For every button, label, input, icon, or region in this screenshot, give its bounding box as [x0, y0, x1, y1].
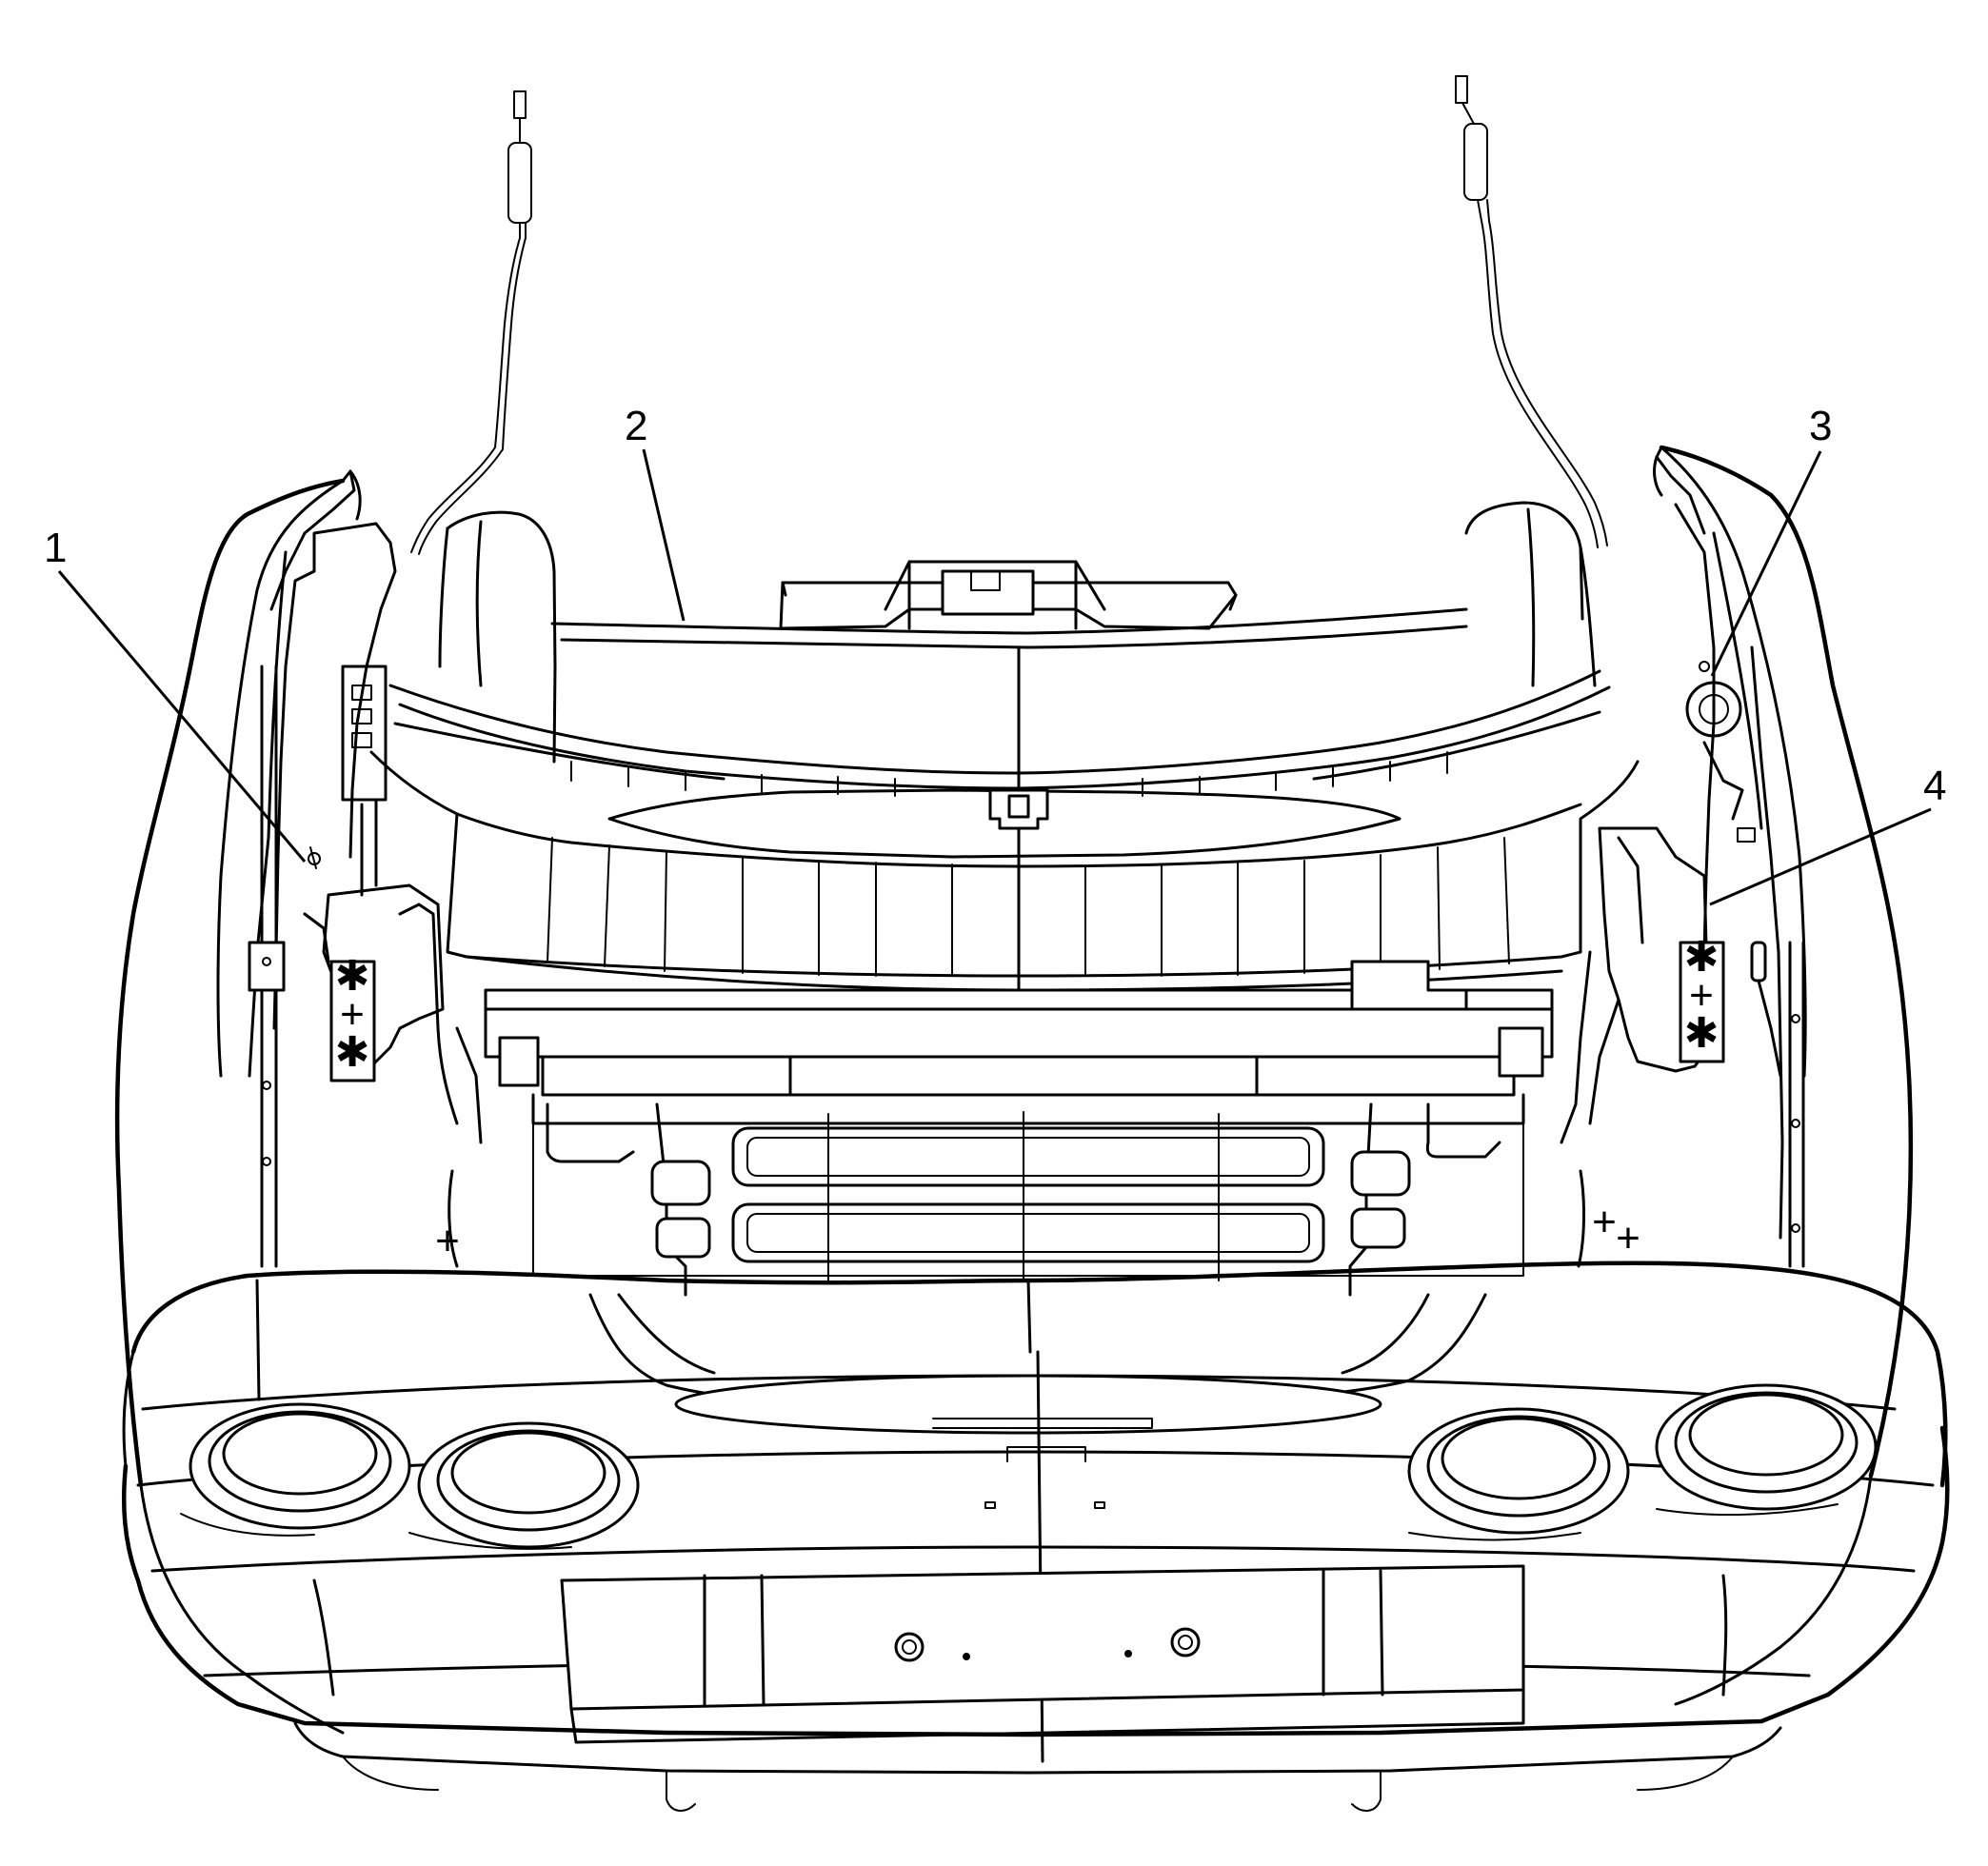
rear-body-shell [114, 445, 1914, 1735]
svg-text:+: + [1689, 972, 1714, 1019]
callout-leader-3 [1710, 450, 1822, 677]
lid-inner-panel [369, 645, 1640, 1125]
svg-text:+: + [1592, 1199, 1617, 1245]
left-inner-tail-lamp [417, 1421, 640, 1549]
svg-text:+: + [340, 991, 365, 1038]
callout-label-2: 2 [625, 403, 647, 449]
roof-header [438, 501, 1597, 764]
left-hinge-bracket: ✱ + ✱ [303, 665, 483, 1144]
callout-leader-4 [1709, 807, 1932, 906]
right-outer-tail-lamp [1655, 1383, 1878, 1511]
svg-text:✱: ✱ [335, 1029, 370, 1076]
rear-fascia [121, 1261, 1950, 1812]
callout-label-1: 1 [44, 525, 67, 571]
callout-label-4: 4 [1923, 763, 1946, 809]
right-hinge-bracket: ✱ + ✱ [1560, 661, 1756, 1144]
callout-leader-2 [642, 448, 686, 622]
svg-text:+: + [435, 1218, 460, 1264]
left-outer-tail-lamp [189, 1402, 411, 1530]
svg-text:+: + [1616, 1215, 1640, 1261]
license-plate-pocket [560, 1446, 1525, 1744]
svg-text:✱: ✱ [335, 953, 370, 1000]
right-release-cable [1455, 75, 1608, 548]
cargo-floor: + + + [435, 1102, 1640, 1297]
callout-label-3: 3 [1809, 403, 1832, 449]
callout-1: 1 [44, 525, 307, 863]
callout-3: 3 [1710, 403, 1832, 677]
svg-text:✱: ✱ [1684, 1010, 1720, 1057]
callout-2: 2 [625, 403, 686, 622]
left-release-cable [410, 90, 532, 555]
right-inner-tail-lamp [1407, 1407, 1630, 1535]
callout-4: 4 [1709, 763, 1946, 906]
svg-text:✱: ✱ [1684, 934, 1720, 981]
callout-leader-1 [57, 570, 307, 863]
